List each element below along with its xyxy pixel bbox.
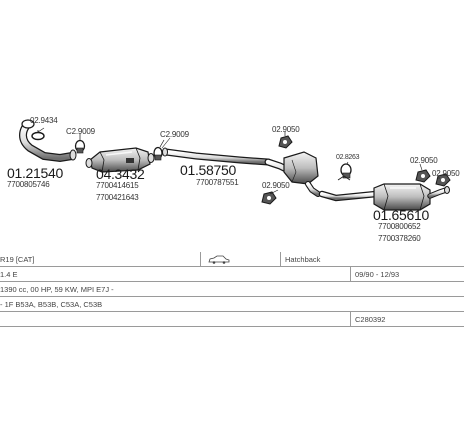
engine-spec: 1390 cc, 00 HP, 59 KW, MPI E7J - (0, 285, 114, 294)
info-row-model: R19 [CAT] Hatchback (0, 252, 464, 267)
front-pipe[interactable] (19, 119, 77, 163)
oe-number: 7700787551 (196, 178, 239, 187)
body-type: Hatchback (285, 255, 321, 264)
gasket-ring[interactable] (31, 130, 45, 141)
oe-number: 7700378260 (378, 234, 421, 243)
leader-lines (37, 127, 440, 195)
part-number: 04.3432 (96, 166, 145, 182)
info-row-engine: 1.4 E 09/90 - 12/93 (0, 267, 464, 282)
oe-number: 7700805746 (7, 180, 50, 189)
clip-number: C2.9009 (66, 127, 95, 136)
gearbox-list: - 1F B53A, B53B, C53A, C53B (0, 300, 103, 309)
oe-number: 7700414615 (96, 181, 139, 190)
vehicle-info-table: R19 [CAT] Hatchback 1.4 E 09/90 - 12/93 … (0, 252, 464, 327)
clip-number: 02.9050 (262, 181, 290, 190)
info-row-kit: C280392 (0, 312, 464, 327)
oe-number: 7700800652 (378, 222, 421, 231)
clip-number: 02.9050 (432, 169, 460, 178)
rubber-hanger[interactable] (261, 191, 277, 205)
catalytic-converter[interactable] (85, 147, 155, 173)
rubber-hanger[interactable] (415, 169, 431, 183)
pipe-clamp[interactable] (74, 134, 86, 154)
model-name: R19 [CAT] (0, 255, 35, 264)
pipe-clamp[interactable] (153, 139, 165, 161)
engine-code: 1.4 E (0, 270, 18, 279)
rear-silencer[interactable] (318, 183, 450, 211)
kit-number: C280392 (355, 315, 386, 324)
date-range: 09/90 - 12/93 (355, 270, 400, 279)
clip-number: 02.9050 (410, 156, 438, 165)
clip-number: 02.9434 (30, 116, 58, 125)
rubber-hanger[interactable] (435, 173, 451, 187)
car-icon (208, 255, 230, 264)
info-row-spec: 1390 cc, 00 HP, 59 KW, MPI E7J - (0, 282, 464, 297)
part-number: 01.58750 (180, 162, 236, 178)
clip-number: 02.8263 (336, 154, 360, 161)
clip-number: C2.9009 (160, 130, 189, 139)
exhaust-system-drawing (19, 119, 451, 211)
clip-number: 02.9050 (272, 125, 300, 134)
pipe-clamp[interactable] (337, 163, 352, 181)
middle-pipe[interactable] (162, 147, 321, 197)
oe-number: 7700421643 (96, 193, 139, 202)
info-row-gearbox: - 1F B53A, B53B, C53A, C53B (0, 297, 464, 312)
part-number: 01.65610 (373, 207, 429, 223)
rubber-hanger[interactable] (278, 132, 293, 149)
part-number: 01.21540 (7, 165, 63, 181)
